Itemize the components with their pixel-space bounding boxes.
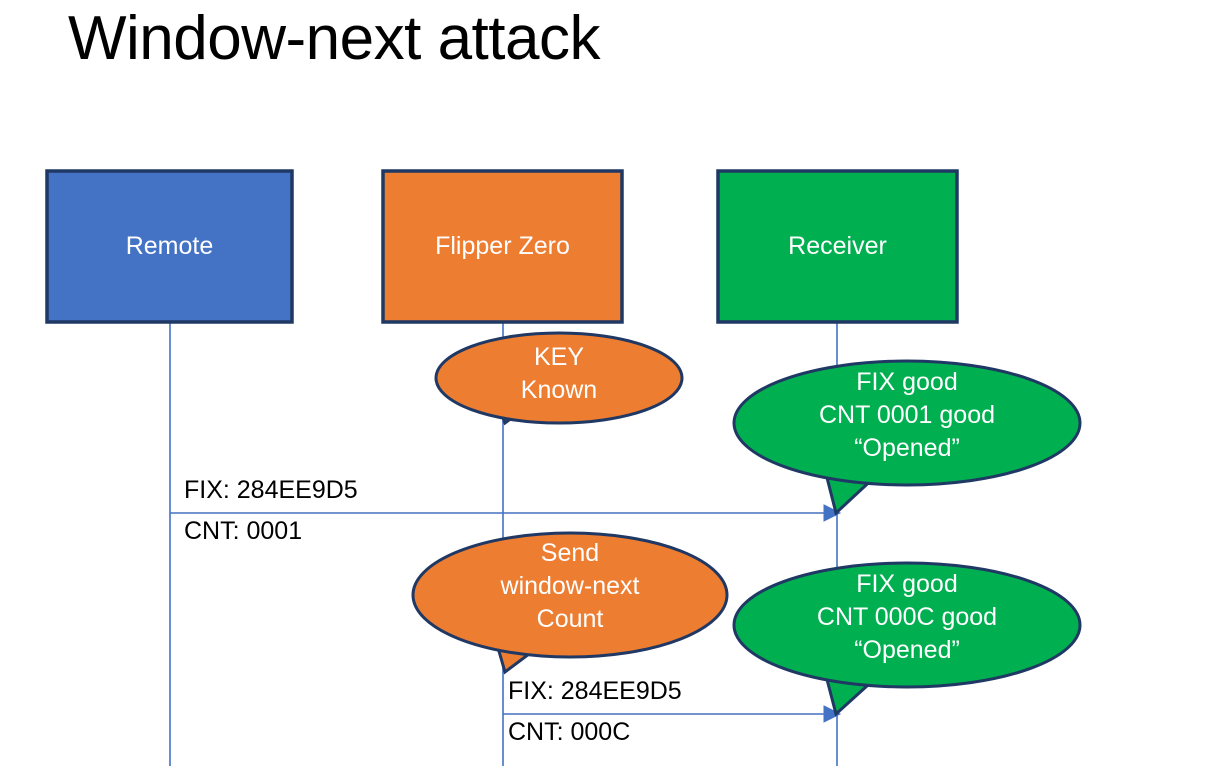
callout-receiver-verdict-1[interactable]: [732, 359, 1082, 516]
callout-receiver-verdict-2[interactable]: [732, 561, 1082, 717]
actor-label-remote: Remote: [125, 232, 214, 260]
actor-box-flipper[interactable]: [381, 169, 624, 324]
callout-text-receiver-verdict-2: FIX good CNT 000C good “Opened”: [816, 570, 998, 664]
message-arrowhead-1: [823, 504, 842, 522]
actor-box-remote[interactable]: [45, 169, 294, 324]
callout-key-known[interactable]: [434, 331, 684, 426]
callout-send-window-next[interactable]: [411, 531, 729, 675]
callout-key-known-body: [434, 331, 684, 425]
message-arrowhead-2: [823, 705, 842, 723]
callout-text-send-window-next: Send window-next Count: [500, 539, 640, 633]
callout-send-window-next-body: [411, 531, 729, 659]
actor-label-flipper: Flipper Zero: [435, 232, 570, 260]
callout-receiver-verdict-2-body: [732, 561, 1082, 689]
callout-text-receiver-verdict-1: FIX good CNT 0001 good “Opened”: [818, 368, 996, 462]
callout-receiver-verdict-1-body: [732, 359, 1082, 487]
message-label-2-cnt: CNT: 000C: [508, 718, 631, 746]
message-label-2-fix: FIX: 284EE9D5: [508, 677, 682, 705]
message-label-1-fix: FIX: 284EE9D5: [184, 476, 358, 504]
message-label-1-cnt: CNT: 0001: [184, 517, 303, 545]
actor-label-receiver: Receiver: [788, 232, 887, 260]
callout-text-key-known: KEY Known: [520, 343, 598, 404]
page-title: Window-next attack: [68, 4, 601, 73]
actor-box-receiver[interactable]: [716, 169, 959, 324]
